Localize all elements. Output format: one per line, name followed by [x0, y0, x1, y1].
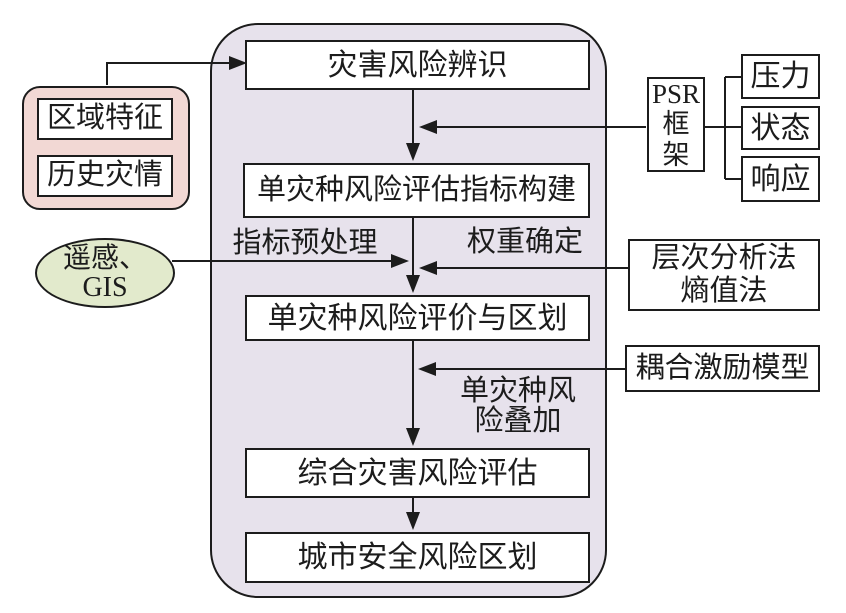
- step-urban-safety-risk-zoning: 城市安全风险区划: [245, 532, 590, 583]
- step-label: 单灾种风险评价与区划: [267, 301, 568, 335]
- step-comprehensive-risk-assessment: 综合灾害风险评估: [245, 448, 590, 498]
- input-historical-disasters: 历史灾情: [37, 155, 173, 197]
- step-label: 城市安全风险区划: [297, 541, 538, 574]
- psr-item-label: 压力: [750, 60, 811, 93]
- label-single-hazard-superposition: 单灾种风 险叠加: [447, 375, 589, 437]
- superpose-label-line2: 险叠加: [474, 404, 562, 437]
- input-label-line1: 遥感、: [62, 242, 147, 274]
- method-ahp-entropy: 层次分析法 熵值法: [628, 239, 820, 311]
- method-label: 耦合激励模型: [635, 351, 810, 384]
- input-region-features: 区域特征: [37, 98, 173, 140]
- step-label: 单灾种风险评估指标构建: [256, 173, 576, 206]
- method-label-line2: 熵值法: [680, 275, 768, 307]
- psr-response: 响应: [741, 156, 820, 202]
- method-coupling-incentive-model: 耦合激励模型: [625, 345, 820, 392]
- input-label-line2: GIS: [82, 272, 128, 303]
- psr-label-line1: PSR: [651, 79, 701, 110]
- step-single-hazard-indicator-construction: 单灾种风险评估指标构建: [243, 163, 590, 218]
- psr-item-label: 状态: [750, 111, 811, 145]
- psr-label-line3: 架: [662, 139, 690, 170]
- psr-state: 状态: [741, 106, 820, 150]
- psr-label-line2: 框: [662, 109, 690, 140]
- input-label: 历史灾情: [46, 159, 163, 192]
- psr-pressure: 压力: [741, 54, 820, 99]
- psr-framework: PSR 框 架: [647, 77, 705, 172]
- input-remote-sensing-gis: 遥感、 GIS: [35, 238, 175, 308]
- psr-item-label: 响应: [750, 162, 811, 196]
- label-weight-determination: 权重确定: [466, 226, 583, 258]
- superpose-label-line1: 单灾种风: [459, 375, 576, 407]
- method-label-line1: 层次分析法: [651, 241, 797, 274]
- step-hazard-risk-identification: 灾害风险辨识: [245, 40, 590, 90]
- step-label: 综合灾害风险评估: [297, 456, 538, 490]
- step-single-hazard-evaluation-zoning: 单灾种风险评价与区划: [245, 295, 590, 341]
- step-label: 灾害风险辨识: [327, 48, 508, 82]
- regional-data-group: 区域特征 历史灾情: [22, 86, 190, 210]
- input-label: 区域特征: [46, 102, 163, 135]
- label-indicator-preprocessing: 指标预处理: [232, 227, 378, 259]
